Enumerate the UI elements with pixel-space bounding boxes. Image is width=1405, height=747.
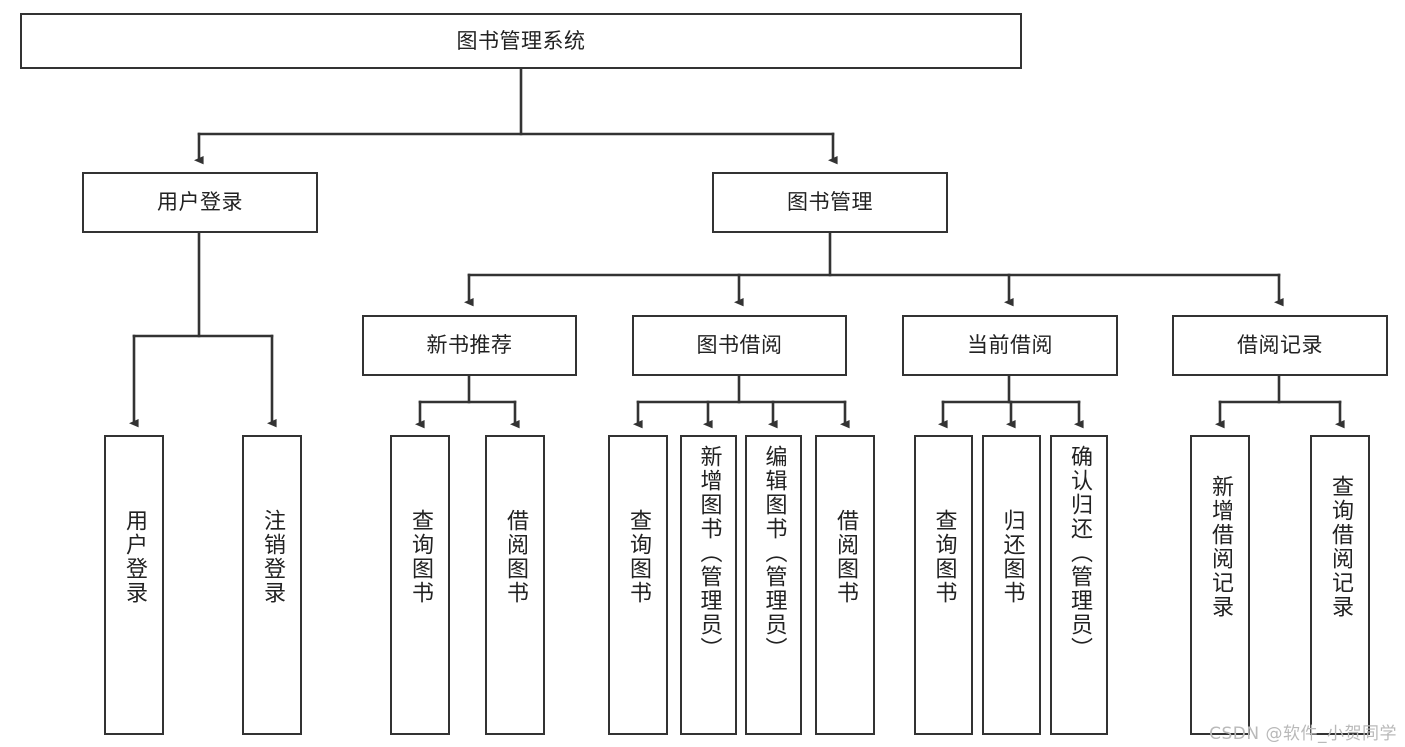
node-borrow-record-label: 借阅记录: [1237, 333, 1323, 358]
leaf-add-book[interactable]: 新增图书（管理员）: [680, 435, 737, 735]
leaf-confirm-return-label: 确认归还（管理员）: [1067, 445, 1092, 661]
node-user-login[interactable]: 用户登录: [82, 172, 318, 233]
csdn-watermark: CSDN @软件_小贺同学: [1209, 724, 1397, 744]
leaf-user-login[interactable]: 用户登录: [104, 435, 164, 735]
leaf-logout-label: 注销登录: [260, 509, 285, 605]
node-book-manage[interactable]: 图书管理: [712, 172, 948, 233]
leaf-query-record[interactable]: 查询借阅记录: [1310, 435, 1370, 735]
leaf-borrow-book-2-label: 借阅图书: [833, 509, 858, 605]
leaf-add-record[interactable]: 新增借阅记录: [1190, 435, 1250, 735]
leaf-query-book-2[interactable]: 查询图书: [608, 435, 668, 735]
leaf-edit-book-label: 编辑图书（管理员）: [761, 445, 787, 661]
leaf-add-record-label: 新增借阅记录: [1208, 475, 1233, 619]
leaf-logout[interactable]: 注销登录: [242, 435, 302, 735]
leaf-query-book-2-label: 查询图书: [626, 509, 651, 605]
leaf-borrow-book-1-label: 借阅图书: [503, 509, 528, 605]
leaf-add-book-label: 新增图书（管理员）: [696, 445, 722, 661]
node-borrow-record[interactable]: 借阅记录: [1172, 315, 1388, 376]
leaf-query-book-1[interactable]: 查询图书: [390, 435, 450, 735]
leaf-edit-book[interactable]: 编辑图书（管理员）: [745, 435, 802, 735]
node-new-book-recommend[interactable]: 新书推荐: [362, 315, 577, 376]
node-book-borrow-label: 图书借阅: [696, 333, 783, 358]
leaf-borrow-book-1[interactable]: 借阅图书: [485, 435, 545, 735]
leaf-confirm-return[interactable]: 确认归还（管理员）: [1050, 435, 1108, 735]
node-current-borrow-label: 当前借阅: [967, 333, 1053, 358]
leaf-return-book-label: 归还图书: [999, 509, 1025, 605]
node-current-borrow[interactable]: 当前借阅: [902, 315, 1118, 376]
node-root[interactable]: 图书管理系统: [20, 13, 1022, 69]
leaf-borrow-book-2[interactable]: 借阅图书: [815, 435, 875, 735]
leaf-user-login-label: 用户登录: [122, 509, 147, 605]
node-book-borrow[interactable]: 图书借阅: [632, 315, 847, 376]
leaf-query-book-3-label: 查询图书: [931, 509, 957, 605]
leaf-query-book-3[interactable]: 查询图书: [914, 435, 973, 735]
leaf-query-record-label: 查询借阅记录: [1328, 475, 1353, 619]
node-new-book-recommend-label: 新书推荐: [426, 333, 513, 358]
leaf-return-book[interactable]: 归还图书: [982, 435, 1041, 735]
node-book-manage-label: 图书管理: [787, 190, 873, 215]
leaf-query-book-1-label: 查询图书: [408, 509, 433, 605]
node-root-label: 图书管理系统: [456, 28, 586, 53]
node-user-login-label: 用户登录: [157, 190, 243, 215]
